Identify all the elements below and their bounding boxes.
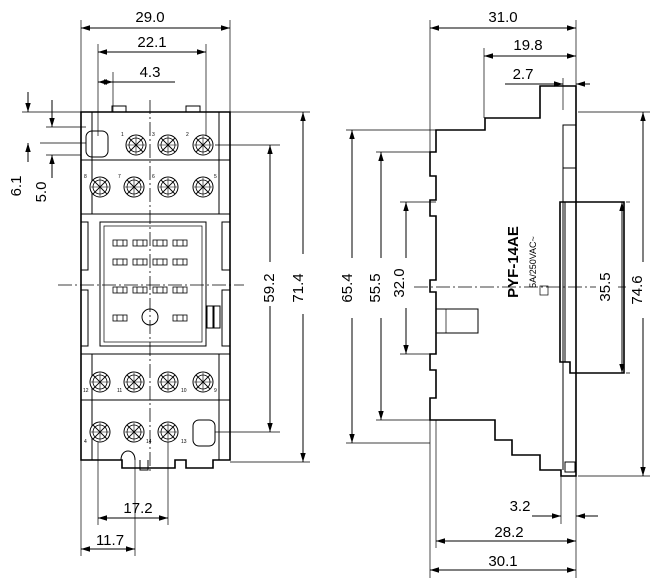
terminal-number: 6 (152, 174, 155, 180)
ce-mark-box (539, 285, 549, 296)
terminal-number: 8 (84, 174, 87, 180)
dim-front-pin-offset: 4.3 (140, 64, 161, 81)
terminal-number: 7 (118, 174, 121, 180)
terminal-number: 5 (214, 174, 217, 180)
dim-side-base-offset: 3.2 (510, 498, 531, 515)
terminal-number: 11 (117, 388, 122, 394)
terminal-number: 3 (152, 132, 155, 138)
terminal-number: 1 (121, 132, 124, 138)
dim-side-height-inner: 55.5 (367, 273, 384, 302)
front-view-dimensions: 29.0 22.1 4.3 6.1 5.0 59.2 71.4 17.2 11.… (8, 9, 310, 556)
dim-side-height-body: 65.4 (339, 273, 356, 302)
dim-side-width-total: 31.0 (488, 9, 517, 26)
terminal-number: 14 (146, 439, 152, 445)
dim-side-base-total: 30.1 (488, 553, 517, 570)
terminal-number: 10 (181, 388, 187, 394)
dim-front-width-outer: 22.1 (137, 34, 166, 51)
dim-side-rail-offset: 19.8 (513, 37, 542, 54)
side-view: PYF-14AE 5A/250VAC~ (414, 85, 643, 477)
dim-side-height-total: 74.6 (629, 275, 646, 304)
dim-side-lip-offset: 2.7 (513, 66, 534, 83)
rating-label: 5A/250VAC~ (528, 236, 538, 288)
dim-front-top-offset-a: 6.1 (8, 176, 25, 197)
terminal-number: 2 (186, 132, 189, 138)
terminal-number: 12 (83, 388, 89, 394)
dim-side-base-width: 28.2 (494, 524, 523, 541)
dim-front-width-total: 29.0 (135, 9, 164, 26)
side-view-dimensions: 31.0 19.8 2.7 65.4 55.5 32.0 35.5 74.6 3… (336, 9, 650, 578)
dim-front-top-offset-b: 5.0 (33, 182, 50, 203)
part-number-label: PYF-14AE (505, 226, 522, 298)
dim-front-pitch-inner: 59.2 (261, 273, 278, 302)
dim-side-clip-height: 35.5 (597, 272, 614, 301)
front-view: 1 3 2 8 7 6 5 12 11 10 9 4 14 13 (58, 100, 244, 474)
terminal-number: 4 (84, 439, 87, 445)
terminal-number: 9 (214, 388, 217, 394)
terminal-number: 13 (181, 439, 187, 445)
dim-front-bottom-span: 17.2 (123, 500, 152, 517)
dim-front-bottom-offset: 11.7 (96, 532, 124, 549)
dim-front-height-total: 71.4 (290, 273, 307, 302)
dim-side-rail-height: 32.0 (391, 268, 408, 297)
